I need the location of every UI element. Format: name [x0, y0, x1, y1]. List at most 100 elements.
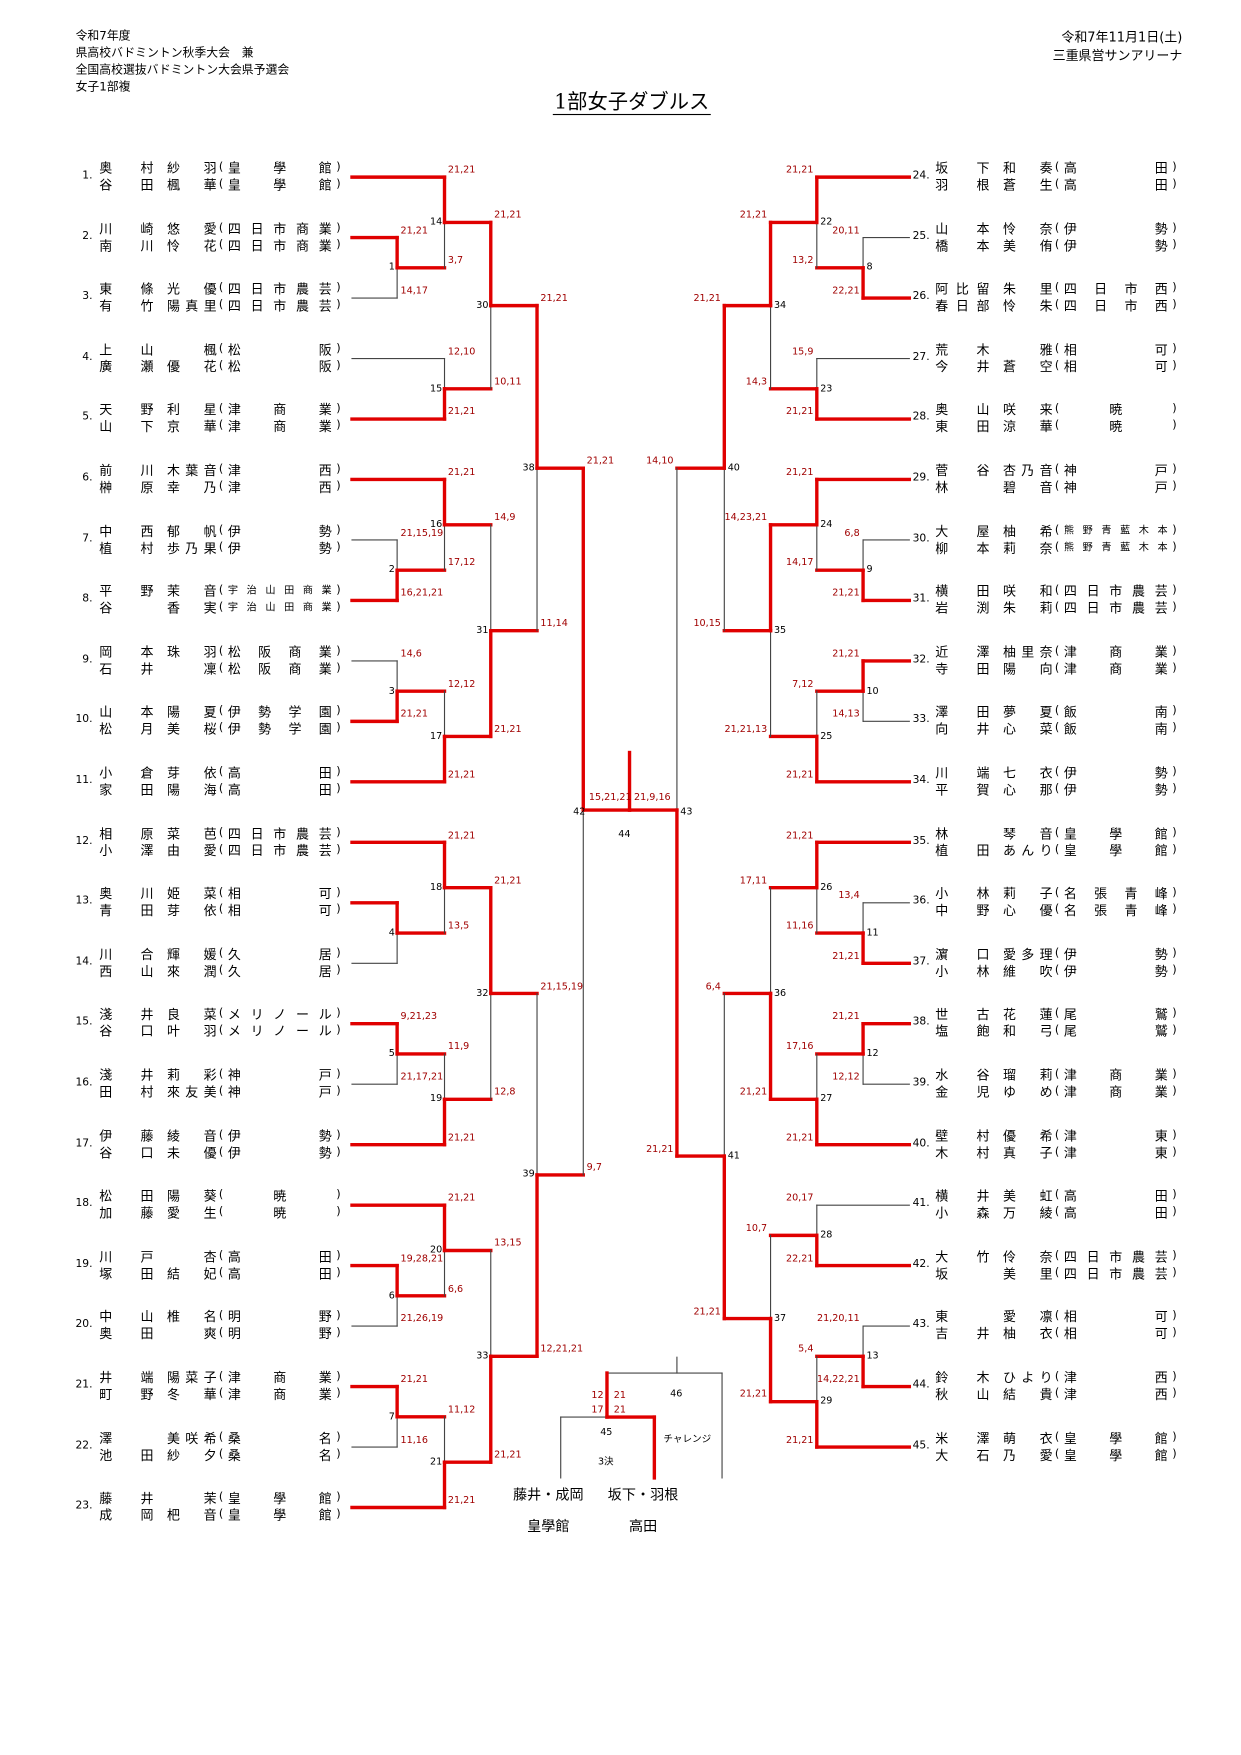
school-name: 皇學館	[1063, 1447, 1168, 1463]
player-given-name: 芽依	[166, 764, 217, 781]
player-given-name: 愛多理	[1002, 946, 1053, 963]
seed-number: 19.	[75, 1257, 93, 1271]
player-given-name: 蒼空	[1002, 358, 1053, 375]
page-title: 1部女子ダブルス	[496, 86, 767, 116]
paren: )	[336, 1249, 341, 1263]
paren: )	[1172, 1249, 1177, 1263]
player-given-name: 茉音	[166, 583, 217, 600]
paren: )	[336, 903, 341, 917]
match-number: 29	[820, 1396, 833, 1408]
paren: (	[1054, 1387, 1060, 1401]
school-name: 相可	[227, 885, 332, 902]
school-name: 皇學館	[227, 1507, 332, 1524]
entry-14: 14.川合輝媛(久居)西山來潤(久居)	[0, 946, 1241, 980]
player-family-name: 岡本	[99, 643, 154, 660]
player-family-name: 川戸	[99, 1248, 154, 1265]
player-family-name: 林	[935, 825, 949, 842]
paren: )	[1172, 299, 1177, 312]
school-name: 相可	[1063, 1309, 1168, 1325]
paren: (	[218, 541, 224, 554]
player-family-name: 谷口	[99, 1023, 154, 1040]
paren: (	[218, 843, 224, 856]
entry-23: 23.藤井茉(皇學館)成岡杷音(皇學館)	[0, 1491, 1241, 1525]
paren: )	[336, 178, 341, 191]
school-name: 暁	[273, 1188, 287, 1205]
player-family-name: 平野	[99, 583, 154, 600]
third-place-school-left: 皇學館	[527, 1517, 570, 1535]
school-name: 松阪	[227, 358, 332, 375]
paren: (	[218, 359, 224, 373]
match-number: 6	[388, 1290, 395, 1302]
school-name: 津商業	[1063, 643, 1168, 660]
school-name: 四日市西	[1063, 298, 1168, 314]
player-family-name: 鈴木	[935, 1369, 990, 1386]
match-number: 27	[820, 1093, 833, 1105]
match-number: 13	[866, 1350, 879, 1362]
match-score: 21,26,19	[400, 1313, 444, 1325]
player-given-name: 楓	[203, 341, 217, 358]
match-score: 12,8	[494, 1086, 516, 1099]
player-family-name: 松月	[99, 721, 154, 738]
paren: )	[1172, 1024, 1177, 1038]
paren: (	[218, 1189, 224, 1202]
match-score: 12,12	[447, 678, 476, 691]
player-given-name: 姫菜	[166, 885, 217, 902]
seed-number: 31.	[912, 592, 930, 605]
player-family-name: 上山	[99, 341, 154, 358]
paren: )	[1172, 178, 1177, 191]
paren: (	[218, 826, 224, 839]
match-score: 11,9	[447, 1041, 470, 1053]
player-given-name: 陽向	[1002, 660, 1053, 677]
player-family-name: 池田	[99, 1447, 154, 1463]
school-name: 津東	[1063, 1127, 1168, 1144]
paren: )	[336, 947, 341, 960]
paren: )	[1172, 1370, 1177, 1384]
player-family-name: 羽根	[935, 177, 990, 193]
match-score: 21,17,21	[400, 1071, 444, 1084]
player-family-name: 寺田	[935, 660, 990, 677]
seed-number: 34.	[912, 773, 930, 787]
paren: (	[218, 342, 224, 356]
match-score: 11,14	[540, 618, 568, 630]
paren: )	[1172, 722, 1177, 735]
paren: )	[336, 524, 341, 537]
paren: )	[1172, 826, 1177, 839]
paren: (	[1054, 463, 1060, 477]
match-score: 14,17	[400, 285, 428, 297]
match-score: 21,21	[540, 293, 568, 305]
match-score: 6,4	[705, 981, 721, 993]
third-place-score: 12	[591, 1389, 604, 1402]
school-name: 四日市農芸	[227, 281, 332, 297]
paren: )	[336, 420, 341, 433]
player-given-name: 柚希	[1002, 523, 1053, 539]
match-score: 21,21	[785, 769, 814, 781]
seed-number: 45.	[912, 1439, 930, 1452]
player-family-name: 大石	[935, 1447, 990, 1463]
paren: )	[1172, 662, 1177, 675]
player-given-name: 來潤	[166, 963, 217, 980]
seed-number: 43.	[912, 1318, 930, 1331]
paren: (	[1054, 1007, 1060, 1021]
player-given-name: 香実	[166, 600, 217, 617]
player-family-name: 植田	[935, 842, 990, 859]
entry-4: 4.上山楓(松阪)廣瀬優花(松阪)	[0, 342, 1241, 376]
paren: )	[336, 645, 341, 658]
match-number: 5	[388, 1048, 395, 1060]
paren: )	[336, 1024, 341, 1038]
paren: (	[218, 601, 224, 614]
paren: (	[218, 403, 224, 416]
player-family-name: 塩飽	[935, 1023, 990, 1040]
seed-number: 15.	[75, 1015, 93, 1029]
paren: (	[1054, 722, 1060, 735]
match-score: 17,11	[739, 875, 768, 887]
paren: (	[218, 705, 224, 718]
player-family-name: 西山	[99, 963, 154, 980]
paren: (	[218, 178, 224, 191]
match-number: 26	[820, 882, 833, 894]
paren: (	[1054, 886, 1060, 900]
match-number: 40	[727, 462, 740, 474]
entry-33: 33.澤田夢夏(飯南)向井心菜(飯南)	[0, 704, 1241, 738]
match-score: 6,6	[447, 1283, 464, 1295]
header-line: 県高校バドミントン秋季大会 兼	[75, 46, 254, 60]
school-name: 皇學館	[1063, 1430, 1168, 1446]
